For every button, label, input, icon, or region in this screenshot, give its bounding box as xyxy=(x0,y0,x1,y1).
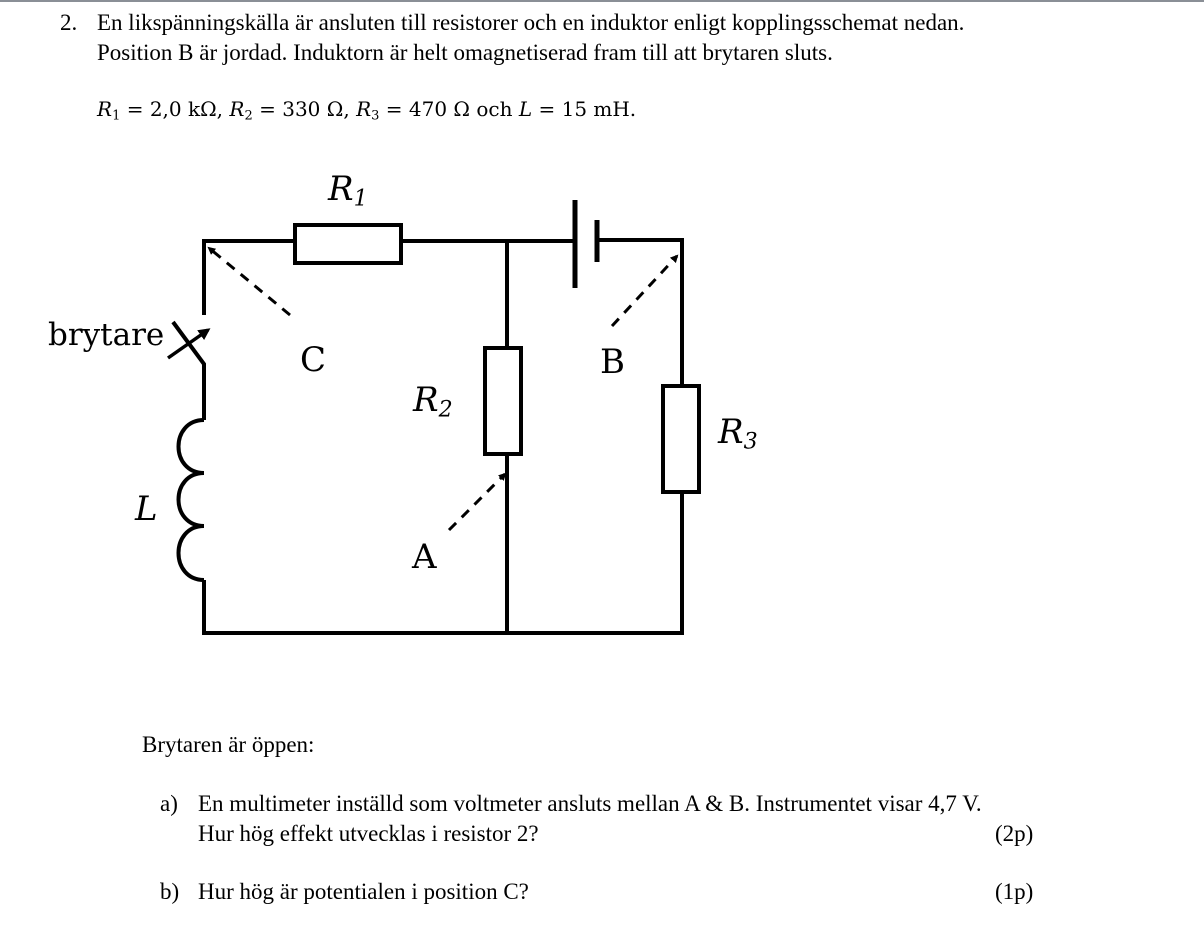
label-r2: R2 xyxy=(413,380,453,423)
label-l: L xyxy=(135,489,158,529)
label-point-c: C xyxy=(300,340,327,380)
arrow-a xyxy=(447,472,507,532)
subquestion-a-points: (2p) xyxy=(995,821,1034,846)
wire-top-right xyxy=(597,238,684,386)
question-line-2: Position B är jordad. Induktorn är helt … xyxy=(97,40,833,65)
l-value: = 15 mH. xyxy=(532,97,637,121)
label-point-b: B xyxy=(600,342,625,382)
r3-value: = 470 Ω och xyxy=(379,97,519,121)
condition-text: Brytaren är öppen: xyxy=(142,732,315,757)
r1-sub: 1 xyxy=(112,108,121,124)
r2-symbol: R xyxy=(229,97,245,121)
arrow-c xyxy=(207,246,291,317)
label-switch: brytare xyxy=(48,317,165,353)
label-point-a: A xyxy=(412,537,437,577)
resistor-r1 xyxy=(293,223,403,265)
r1-symbol: R xyxy=(97,97,113,121)
label-r1: R1 xyxy=(328,169,368,212)
subquestion-a-line-2: Hur hög effekt utvecklas i resistor 2? xyxy=(198,821,539,846)
wire-top-left xyxy=(202,239,295,315)
inductor-coil xyxy=(176,418,205,582)
question-number: 2. xyxy=(60,10,78,35)
question-line-1: En likspänningskälla är ansluten till re… xyxy=(97,10,965,35)
subquestion-a-line-1: En multimeter inställd som voltmeter ans… xyxy=(198,791,982,816)
subquestion-b-points: (1p) xyxy=(995,879,1034,904)
r1-value: = 2,0 kΩ, xyxy=(120,97,230,121)
r3-sub: 3 xyxy=(371,108,380,124)
component-values: R1 = 2,0 kΩ, R2 = 330 Ω, R3 = 470 Ω och … xyxy=(97,99,636,122)
r3-symbol: R xyxy=(356,97,372,121)
r2-sub: 2 xyxy=(244,108,253,124)
l-symbol: L xyxy=(518,97,533,121)
arrow-b xyxy=(610,254,679,328)
resistor-r3 xyxy=(661,384,701,494)
subquestion-a-letter: a) xyxy=(160,791,178,816)
r2-value: = 330 Ω, xyxy=(252,97,357,121)
label-r3: R3 xyxy=(718,412,758,455)
switch-contact xyxy=(171,320,206,420)
resistor-r2 xyxy=(483,346,523,456)
switch-arrow xyxy=(166,328,211,360)
subquestion-b-line-1: Hur hög är potentialen i position C? xyxy=(198,879,529,904)
subquestion-b-letter: b) xyxy=(160,879,180,904)
page-top-border xyxy=(0,0,1204,2)
wire-right-bottom xyxy=(202,492,684,635)
